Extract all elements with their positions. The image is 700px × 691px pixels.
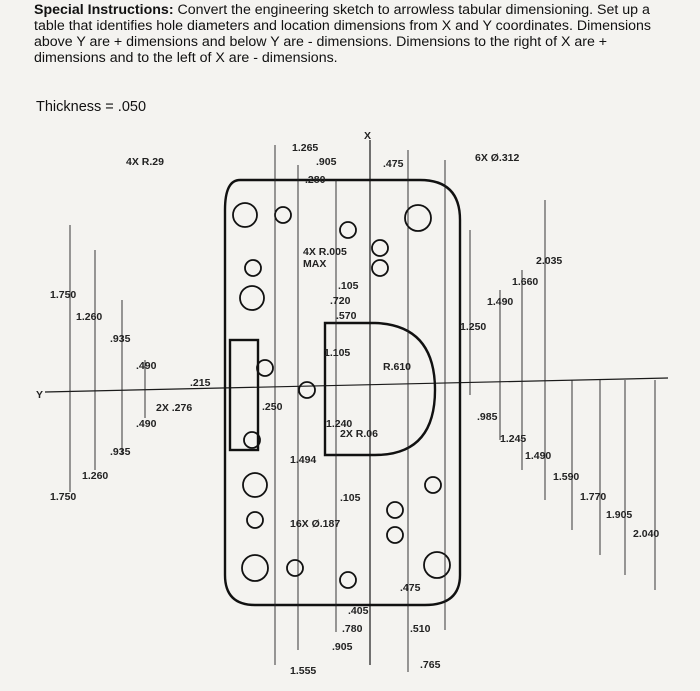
dim-left-490-up: .490 [136,360,157,372]
hole-187-icon [256,359,274,377]
dim-left-1750-down: 1.750 [50,491,76,503]
dim-1240: 1.240 [326,418,352,430]
hole-312-icon [242,472,268,498]
hole-187-icon [386,501,404,519]
note-r06: 2X R.06 [340,428,378,440]
left-slot [228,338,260,452]
y-axis-line [44,377,669,393]
dim-right-1905: 1.905 [606,509,632,521]
thickness-label: Thickness = .050 [36,99,147,115]
dim-105-lower: .105 [340,492,361,504]
hole-187-icon [424,476,442,494]
dim-left-935-up: .935 [110,333,131,345]
dim-250: .250 [262,401,283,413]
dim-905: .905 [316,156,337,168]
note-hole312: 6X Ø.312 [475,152,520,164]
dim-780: .780 [342,623,363,635]
hole-312-icon [241,554,269,582]
dim-right-1660: 1.660 [512,276,538,288]
dim-right-1770: 1.770 [580,491,606,503]
note-r005-max: MAX [303,258,326,270]
hole-187-icon [339,221,357,239]
dim-475-top: .475 [383,158,404,170]
hole-187-icon [371,239,389,257]
dim-right-985: .985 [477,411,498,423]
note-r610: R.610 [383,361,411,373]
dim-510: .510 [410,623,431,635]
hole-187-icon [243,431,261,449]
dim-left-1260-down: 1.260 [82,470,108,482]
dim-1555: 1.555 [290,665,316,677]
dim-right-1245: 1.245 [500,433,526,445]
dim-905-bottom: .905 [332,641,353,653]
hole-312-icon [239,285,265,311]
dim-right-1490-down: 1.490 [525,450,551,462]
dim-1494: 1.494 [290,454,316,466]
dim-765: .765 [420,659,441,671]
dim-left-490-down: .490 [136,418,157,430]
x-axis-label: X [364,130,371,142]
hole-group [232,202,451,589]
instructions-heading: Special Instructions: [34,2,174,18]
dimension-lines [69,145,656,672]
dim-left-215: .215 [190,377,211,389]
hole-187-icon [386,526,404,544]
dim-720: .720 [330,295,351,307]
special-instructions: Special Instructions: Convert the engine… [34,2,664,66]
dim-1265: 1.265 [292,142,318,154]
dim-475-bottom: .475 [400,582,421,594]
dim-right-1490-up: 1.490 [487,296,513,308]
note-r005: 4X R.005 [303,246,347,258]
hole-187-icon [244,259,262,277]
dim-left-1260-up: 1.260 [76,311,102,323]
dim-right-1590: 1.590 [553,471,579,483]
hole-312-icon [232,202,258,228]
dim-570: .570 [336,310,357,322]
note-r29: 4X R.29 [126,156,164,168]
hole-312-icon [423,551,451,579]
dim-right-1250: 1.250 [460,321,486,333]
hole-187-icon [298,381,316,399]
part-outline [223,178,462,607]
hole-187-icon [246,511,264,529]
semicircle-cutout [323,321,437,457]
note-hole187: 16X Ø.187 [290,518,340,530]
hole-187-icon [274,206,292,224]
dim-left-1750-up: 1.750 [50,289,76,301]
hole-187-icon [339,571,357,589]
dim-280: .280 [305,174,326,186]
dim-1105: 1.105 [324,347,350,359]
note-slot276: 2X .276 [156,402,192,414]
hole-187-icon [371,259,389,277]
y-axis-label: Y [36,389,43,401]
dim-right-2035: 2.035 [536,255,562,267]
hole-312-icon [404,204,432,232]
dim-405: .405 [348,605,369,617]
dim-right-2040: 2.040 [633,528,659,540]
instructions-body: Convert the engineering sketch to arrowl… [34,2,651,66]
hole-187-icon [286,559,304,577]
dim-left-935-down: .935 [110,446,131,458]
dim-105-upper: .105 [338,280,359,292]
